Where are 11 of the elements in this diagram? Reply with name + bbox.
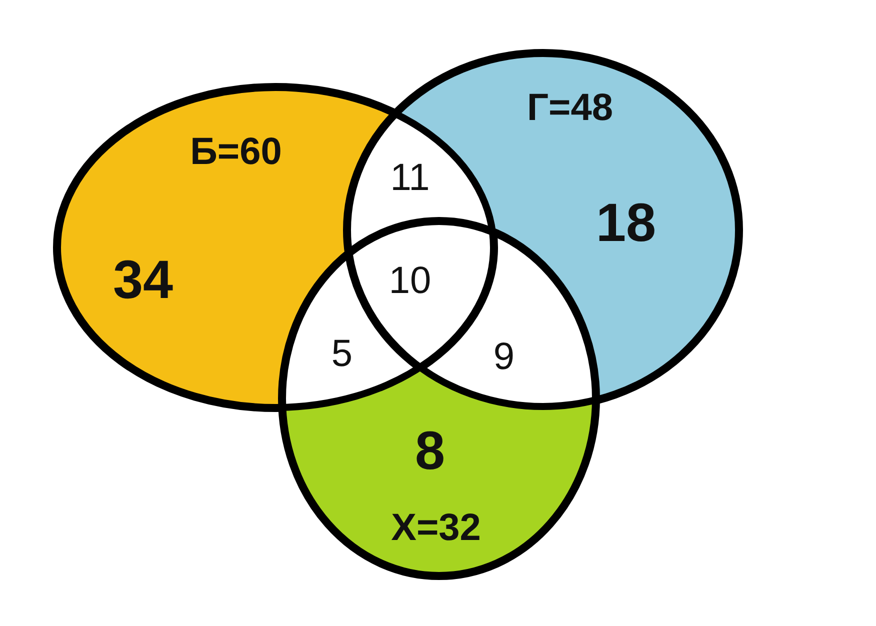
region-count: 10 (388, 262, 432, 300)
region-count: 34 (112, 253, 174, 307)
set-total-label: Б=60 (190, 133, 282, 171)
region-count: 18 (596, 196, 656, 250)
region-count: 8 (414, 424, 446, 478)
set-total-label: Г=48 (527, 89, 613, 127)
venn-ellipse (278, 217, 600, 580)
set-total-label: Х=32 (391, 509, 481, 547)
region-count: 9 (493, 338, 515, 376)
region-count: 11 (390, 159, 430, 197)
region-count: 5 (331, 335, 353, 373)
